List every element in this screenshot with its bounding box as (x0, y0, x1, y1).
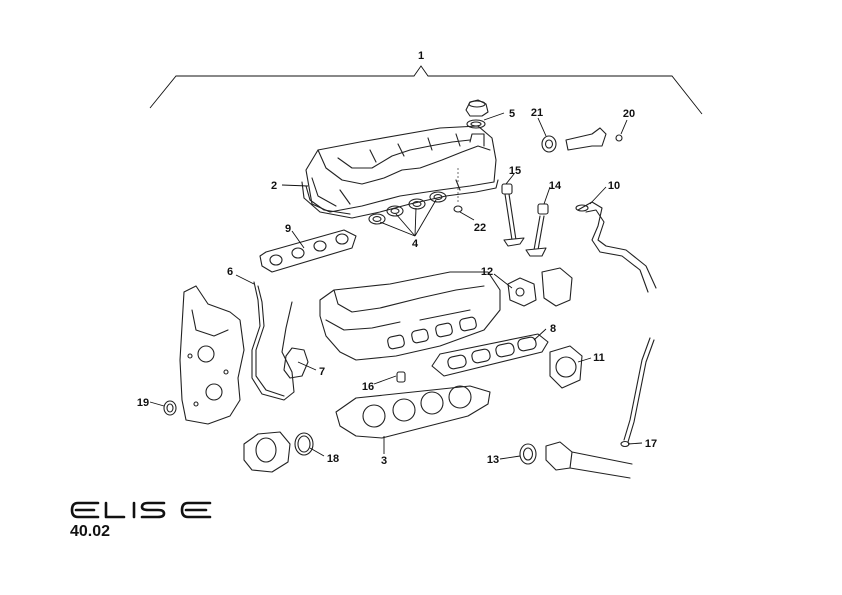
callout-2: 2 (271, 180, 277, 192)
callout-6: 6 (227, 266, 233, 278)
exhaust-flange-gasket (549, 345, 583, 389)
o-ring-22 (453, 205, 463, 213)
rocker-cover-gasket (301, 179, 499, 219)
callout-5: 5 (509, 108, 515, 120)
callout-20: 20 (623, 108, 635, 120)
leader-lines (149, 112, 643, 460)
filler-cap-seal (466, 119, 486, 129)
timing-cover-gasket (251, 281, 295, 401)
oil-filler-cap (465, 99, 489, 117)
callout-16: 16 (362, 381, 374, 393)
exhaust-valve (525, 203, 549, 257)
crankshaft-end (545, 441, 633, 479)
callout-21: 21 (531, 107, 543, 119)
water-pump (243, 431, 291, 473)
rear-main-seal (519, 443, 537, 465)
water-pump-o-ring (294, 432, 314, 456)
callout-11: 11 (593, 352, 605, 364)
callout-3: 3 (381, 455, 387, 467)
callout-19: 19 (137, 397, 149, 409)
dipstick-tube (620, 337, 655, 448)
callout-4: 4 (412, 238, 419, 250)
crankshaft-front-seal (163, 400, 177, 416)
callout-22: 22 (474, 222, 486, 234)
intake-manifold-gasket (259, 229, 357, 273)
coolant-pipe (575, 201, 657, 293)
spark-plug-seals (368, 191, 447, 225)
callout-9: 9 (285, 223, 291, 235)
callout-15: 15 (509, 165, 521, 177)
callout-14: 14 (549, 180, 562, 192)
callout-7: 7 (319, 366, 325, 378)
oil-pressure-sender (565, 127, 607, 151)
elise-logo (70, 501, 212, 519)
valve-stem-seal-16 (396, 371, 406, 383)
callout-labels: 1 2 3 4 5 6 7 8 9 10 11 12 13 14 15 16 1… (137, 50, 657, 467)
rocker-cover (305, 125, 497, 213)
inlet-valve (501, 183, 525, 247)
cylinder-head (319, 271, 501, 361)
exhaust-manifold-gasket (431, 333, 549, 377)
callout-8: 8 (550, 323, 556, 335)
callout-10: 10 (608, 180, 620, 192)
head-gasket (335, 385, 491, 439)
callout-18: 18 (327, 453, 339, 465)
water-pump-gasket (283, 347, 309, 379)
page-code: 40.02 (70, 523, 111, 540)
callout-12: 12 (481, 266, 493, 278)
callout-17: 17 (645, 438, 657, 450)
o-ring-20 (615, 134, 623, 142)
gasket-kit-bracket (149, 65, 703, 115)
callout-1: 1 (418, 50, 424, 62)
thermostat-housing (507, 267, 573, 307)
sensor-seal-21 (541, 135, 557, 153)
callout-13: 13 (487, 454, 499, 466)
timing-cover (179, 285, 245, 425)
